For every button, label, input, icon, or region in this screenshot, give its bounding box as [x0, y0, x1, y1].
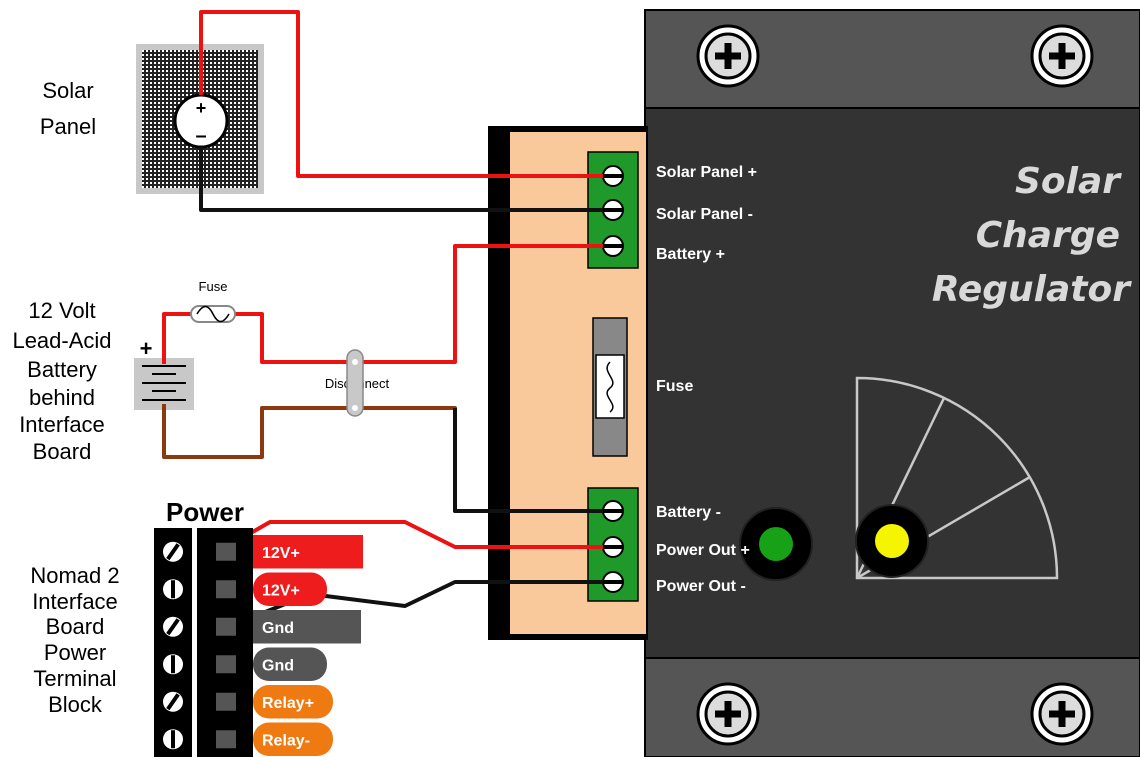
- wire-socket: [216, 542, 236, 561]
- wire-socket: [216, 617, 236, 636]
- inline-fuse: [190, 305, 236, 323]
- power-terminal-block: [154, 528, 253, 757]
- fuse-small-label: Fuse: [199, 279, 228, 294]
- nomad-label-4: Power: [44, 640, 106, 665]
- label-power-out-plus: Power Out +: [656, 542, 750, 559]
- plus-screw-icon: [696, 24, 760, 88]
- nomad-label-1: Nomad 2: [30, 563, 119, 588]
- screw-slot: [166, 693, 180, 711]
- power-strip-label: 12V+: [262, 545, 300, 562]
- terminal-block-bottom: [587, 487, 639, 602]
- screw-slot: [171, 580, 175, 599]
- solar-panel-label-2: Panel: [40, 114, 96, 139]
- wire-socket: [216, 692, 236, 711]
- label-battery-minus: Battery -: [656, 504, 721, 521]
- svg-text:+: +: [196, 98, 207, 118]
- fuse-icon: [592, 317, 628, 457]
- power-strip-label: Relay+: [262, 695, 314, 712]
- nomad-label-6: Block: [48, 692, 103, 717]
- solar-panel-label-1: Solar: [42, 78, 93, 103]
- regulator-title-2: Charge: [976, 215, 1120, 256]
- screw-terminal-icon: [602, 536, 624, 558]
- screw-terminal-icon: [602, 571, 624, 593]
- wire-socket: [216, 730, 236, 749]
- nomad-label-2: Interface: [32, 589, 118, 614]
- wires: [162, 10, 603, 629]
- plus-screw-icon: [696, 682, 760, 746]
- label-fuse: Fuse: [656, 378, 693, 395]
- power-strip-1: [253, 572, 327, 606]
- screw-slot: [166, 618, 180, 636]
- power-strip-label: Gnd: [262, 657, 294, 674]
- power-strip-label: Relay-: [262, 732, 310, 749]
- plus-screw-icon: [1030, 682, 1094, 746]
- nomad-label-3: Board: [46, 614, 105, 639]
- power-strip-4: [253, 685, 333, 719]
- wire-socket: [216, 580, 236, 599]
- screw-slot: [171, 730, 175, 749]
- power-strip-3: [253, 647, 327, 681]
- battery-icon: [134, 358, 194, 410]
- screw-terminal-icon: [602, 500, 624, 522]
- wire-socket: [216, 655, 236, 674]
- power-strip-label: 12V+: [262, 582, 300, 599]
- disconnect-connector: [346, 349, 364, 417]
- power-strip-0: [253, 535, 363, 569]
- battery-label-3: Battery: [27, 357, 97, 382]
- power-strip-label: Gnd: [262, 620, 294, 637]
- green-led: [759, 527, 793, 561]
- battery-label-4: behind: [29, 385, 95, 410]
- label-power-out-minus: Power Out -: [656, 578, 746, 595]
- screw-terminal-icon: [602, 235, 624, 257]
- label-solar-panel-minus: Solar Panel -: [656, 206, 753, 223]
- battery-label-5: Interface: [19, 412, 105, 437]
- battery-label-6: Board: [33, 439, 92, 464]
- charge-regulator: Solar Charge Regulator: [644, 9, 1140, 757]
- yellow-led: [875, 524, 909, 558]
- svg-text:–: –: [195, 125, 206, 147]
- power-strip-5: [253, 722, 333, 756]
- screw-terminal-icon: [602, 165, 624, 187]
- screw-slot: [166, 543, 180, 561]
- label-solar-panel-plus: Solar Panel +: [656, 164, 757, 181]
- power-strip-2: [253, 610, 361, 644]
- regulator-title-1: Solar: [1015, 161, 1122, 202]
- power-header: Power: [166, 497, 244, 527]
- battery-plus-sign: +: [140, 336, 153, 361]
- nomad-label-5: Terminal: [33, 666, 116, 691]
- screw-terminal-icon: [602, 199, 624, 221]
- battery-label-2: Lead-Acid: [12, 328, 111, 353]
- battery-label-1: 12 Volt: [28, 298, 95, 323]
- interface-board: [488, 126, 648, 640]
- plus-screw-icon: [1030, 24, 1094, 88]
- regulator-title-3: Regulator: [932, 269, 1132, 310]
- label-battery-plus: Battery +: [656, 246, 725, 263]
- screw-slot: [171, 655, 175, 674]
